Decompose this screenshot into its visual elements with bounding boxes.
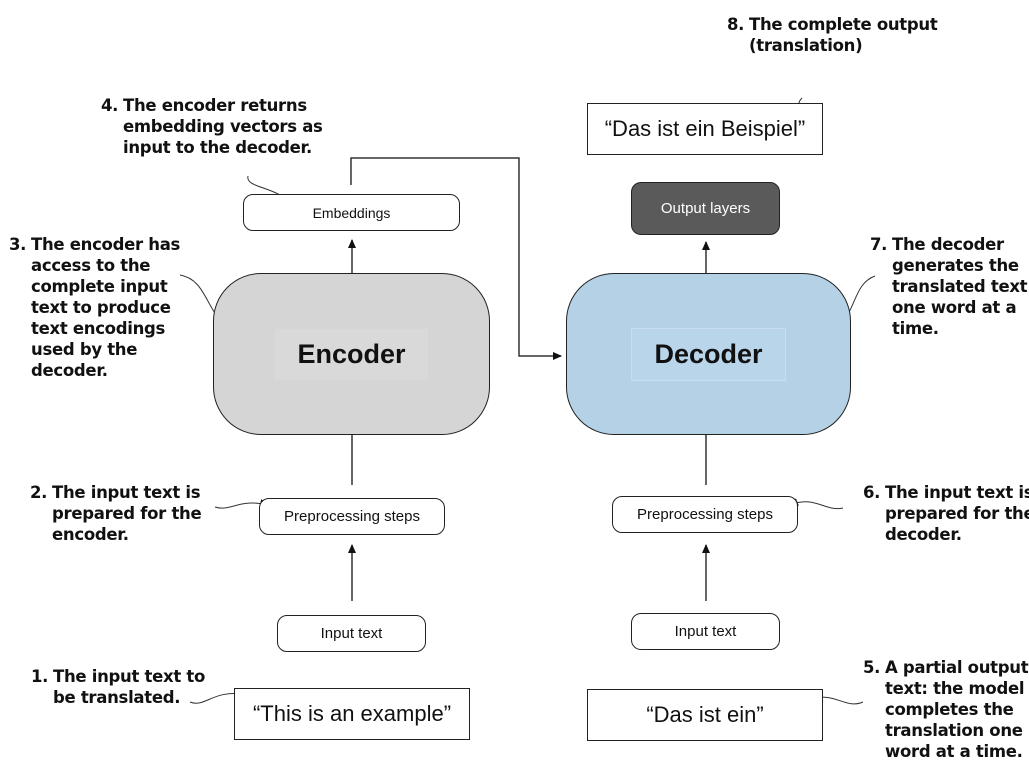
annotation-6: 6.The input text is prepared for the dec…: [863, 482, 1029, 545]
annotation-line: The encoder has: [31, 235, 181, 254]
annotation-line: word at a time.: [885, 742, 1023, 761]
annotation-line: used by the: [31, 340, 138, 359]
partial-output-text: “Das ist ein”: [646, 702, 764, 727]
annotation-7: 7.The decoder generates the translated t…: [870, 234, 1028, 339]
annotation-line: time.: [892, 319, 939, 338]
annotation-line: access to the: [31, 256, 151, 275]
annotation-3: 3.The encoder has access to the complete…: [9, 234, 180, 381]
annotation-line: The encoder returns: [123, 96, 307, 115]
annotation-8: 8.The complete output (translation): [727, 14, 938, 56]
annotation-number: 1.: [31, 667, 49, 686]
encoder-block: Encoder: [213, 273, 490, 435]
decoder-input-text-box: Input text: [631, 613, 780, 650]
annotation-line: complete input: [31, 277, 168, 296]
annotation-line: encoder.: [52, 525, 129, 544]
annotation-line: one word at a: [892, 298, 1017, 317]
annotation-line: text to produce: [31, 298, 171, 317]
decoder-preprocessing-box: Preprocessing steps: [612, 496, 798, 533]
complete-output-text: “Das ist ein Beispiel”: [604, 116, 806, 141]
decoder-label: Decoder: [631, 327, 786, 381]
annotation-line: text encodings: [31, 319, 166, 338]
decoder-preprocessing-label: Preprocessing steps: [637, 506, 773, 523]
annotation-line: The input text is: [52, 483, 201, 502]
annotation-line: translation one: [885, 721, 1023, 740]
annotation-number: 8.: [727, 15, 745, 34]
decoder-input-text-label: Input text: [674, 623, 737, 640]
encoder-input-text-label: Input text: [320, 625, 383, 642]
annotation-line: (translation): [749, 36, 863, 55]
input-sentence-box: “This is an example”: [234, 688, 470, 740]
annotation-line: decoder.: [31, 361, 108, 380]
annotation-line: be translated.: [53, 688, 181, 707]
decoder-block: Decoder: [566, 273, 851, 435]
encoder-input-text-box: Input text: [277, 615, 426, 652]
annotation-number: 2.: [30, 483, 48, 502]
annotation-2: 2.The input text is prepared for the enc…: [30, 482, 202, 545]
annotation-line: The input text to: [53, 667, 206, 686]
annotation-number: 5.: [863, 658, 881, 677]
annotation-line: decoder.: [885, 525, 962, 544]
annotation-line: The complete output: [749, 15, 938, 34]
annotation-number: 3.: [9, 235, 27, 254]
annotation-line: translated text: [892, 277, 1028, 296]
input-sentence-text: “This is an example”: [252, 701, 452, 726]
annotation-5: 5.A partial output text: the model compl…: [863, 657, 1029, 762]
annotation-line: input to the decoder.: [123, 138, 313, 157]
encoder-label: Encoder: [275, 328, 428, 380]
annotation-number: 7.: [870, 235, 888, 254]
output-layers-label: Output layers: [660, 200, 751, 217]
annotation-line: generates the: [892, 256, 1019, 275]
annotation-line: text: the model: [885, 679, 1025, 698]
annotation-number: 6.: [863, 483, 881, 502]
output-layers-box: Output layers: [631, 182, 780, 235]
annotation-line: prepared for the: [52, 504, 202, 523]
annotation-line: A partial output: [885, 658, 1029, 677]
complete-output-box: “Das ist ein Beispiel”: [587, 103, 823, 155]
annotation-line: The input text is: [885, 483, 1029, 502]
annotation-line: The decoder: [892, 235, 1004, 254]
annotation-line: embedding vectors as: [123, 117, 323, 136]
annotation-line: completes the: [885, 700, 1014, 719]
annotation-number: 4.: [101, 96, 119, 115]
embeddings-label: Embeddings: [312, 204, 391, 221]
annotation-1: 1.The input text to be translated.: [31, 666, 205, 708]
annotation-line: prepared for the: [885, 504, 1029, 523]
partial-output-box: “Das ist ein”: [587, 689, 823, 741]
encoder-preprocessing-label: Preprocessing steps: [284, 508, 420, 525]
embeddings-box: Embeddings: [243, 194, 460, 231]
annotation-4: 4.The encoder returns embedding vectors …: [101, 95, 323, 158]
encoder-preprocessing-box: Preprocessing steps: [259, 498, 445, 535]
